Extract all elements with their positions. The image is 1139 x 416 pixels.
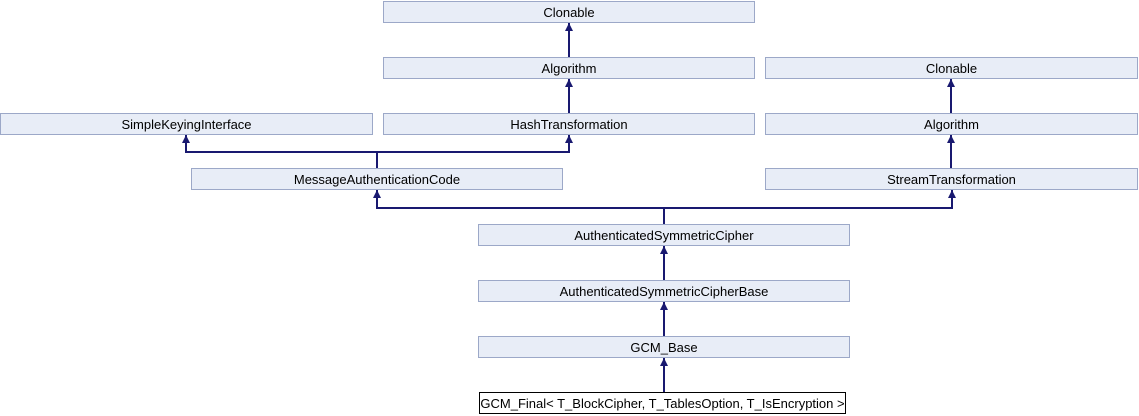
class-node-gcm-base[interactable]: GCM_Base xyxy=(478,336,850,358)
arrowhead-into-authenticated-symmetric-cipher-base xyxy=(660,302,668,310)
edge-ascbase-to-asc xyxy=(663,246,665,280)
arrowhead-into-stream-transformation xyxy=(948,190,956,198)
edge-algorithm-right-to-clonable-right xyxy=(950,79,952,113)
class-node-clonable-top[interactable]: Clonable xyxy=(383,1,755,23)
class-node-authenticated-symmetric-cipher-base[interactable]: AuthenticatedSymmetricCipherBase xyxy=(478,280,850,302)
arrowhead-into-clonable-right xyxy=(947,79,955,87)
arrowhead-into-hash-transformation xyxy=(565,135,573,143)
edge-mac-stem xyxy=(376,151,378,168)
arrowhead-into-algorithm-center xyxy=(565,79,573,87)
class-node-hash-transformation[interactable]: HashTransformation xyxy=(383,113,755,135)
edge-mac-to-hashtransformation-riser xyxy=(568,135,570,153)
class-node-message-authentication-code[interactable]: MessageAuthenticationCode xyxy=(191,168,563,190)
edge-asc-to-streamtransformation-riser xyxy=(951,190,953,209)
arrowhead-into-authenticated-symmetric-cipher xyxy=(660,246,668,254)
arrowhead-into-message-authentication-code xyxy=(373,190,381,198)
class-node-algorithm-center[interactable]: Algorithm xyxy=(383,57,755,79)
edge-streamtransformation-to-algorithm-right xyxy=(950,135,952,168)
edge-asc-stem xyxy=(663,207,665,224)
edge-hashtransformation-to-algorithm xyxy=(568,79,570,113)
class-node-clonable-right[interactable]: Clonable xyxy=(765,57,1138,79)
edge-gcmfinal-to-gcmbase xyxy=(663,358,665,392)
arrowhead-into-simple-keying-interface xyxy=(182,135,190,143)
class-node-authenticated-symmetric-cipher[interactable]: AuthenticatedSymmetricCipher xyxy=(478,224,850,246)
edge-mac-to-simplekeying-riser xyxy=(185,135,187,153)
edge-algorithm-to-clonable xyxy=(568,23,570,57)
arrowhead-into-clonable-top xyxy=(565,23,573,31)
arrowhead-into-gcm-base xyxy=(660,358,668,366)
class-node-stream-transformation[interactable]: StreamTransformation xyxy=(765,168,1138,190)
class-node-simple-keying-interface[interactable]: SimpleKeyingInterface xyxy=(0,113,373,135)
class-node-gcm-final-focus: GCM_Final< T_BlockCipher, T_TablesOption… xyxy=(479,392,846,414)
edge-asc-to-mac-riser xyxy=(376,190,378,209)
arrowhead-into-algorithm-right xyxy=(947,135,955,143)
edge-gcmbase-to-ascbase xyxy=(663,302,665,336)
class-node-algorithm-right[interactable]: Algorithm xyxy=(765,113,1138,135)
